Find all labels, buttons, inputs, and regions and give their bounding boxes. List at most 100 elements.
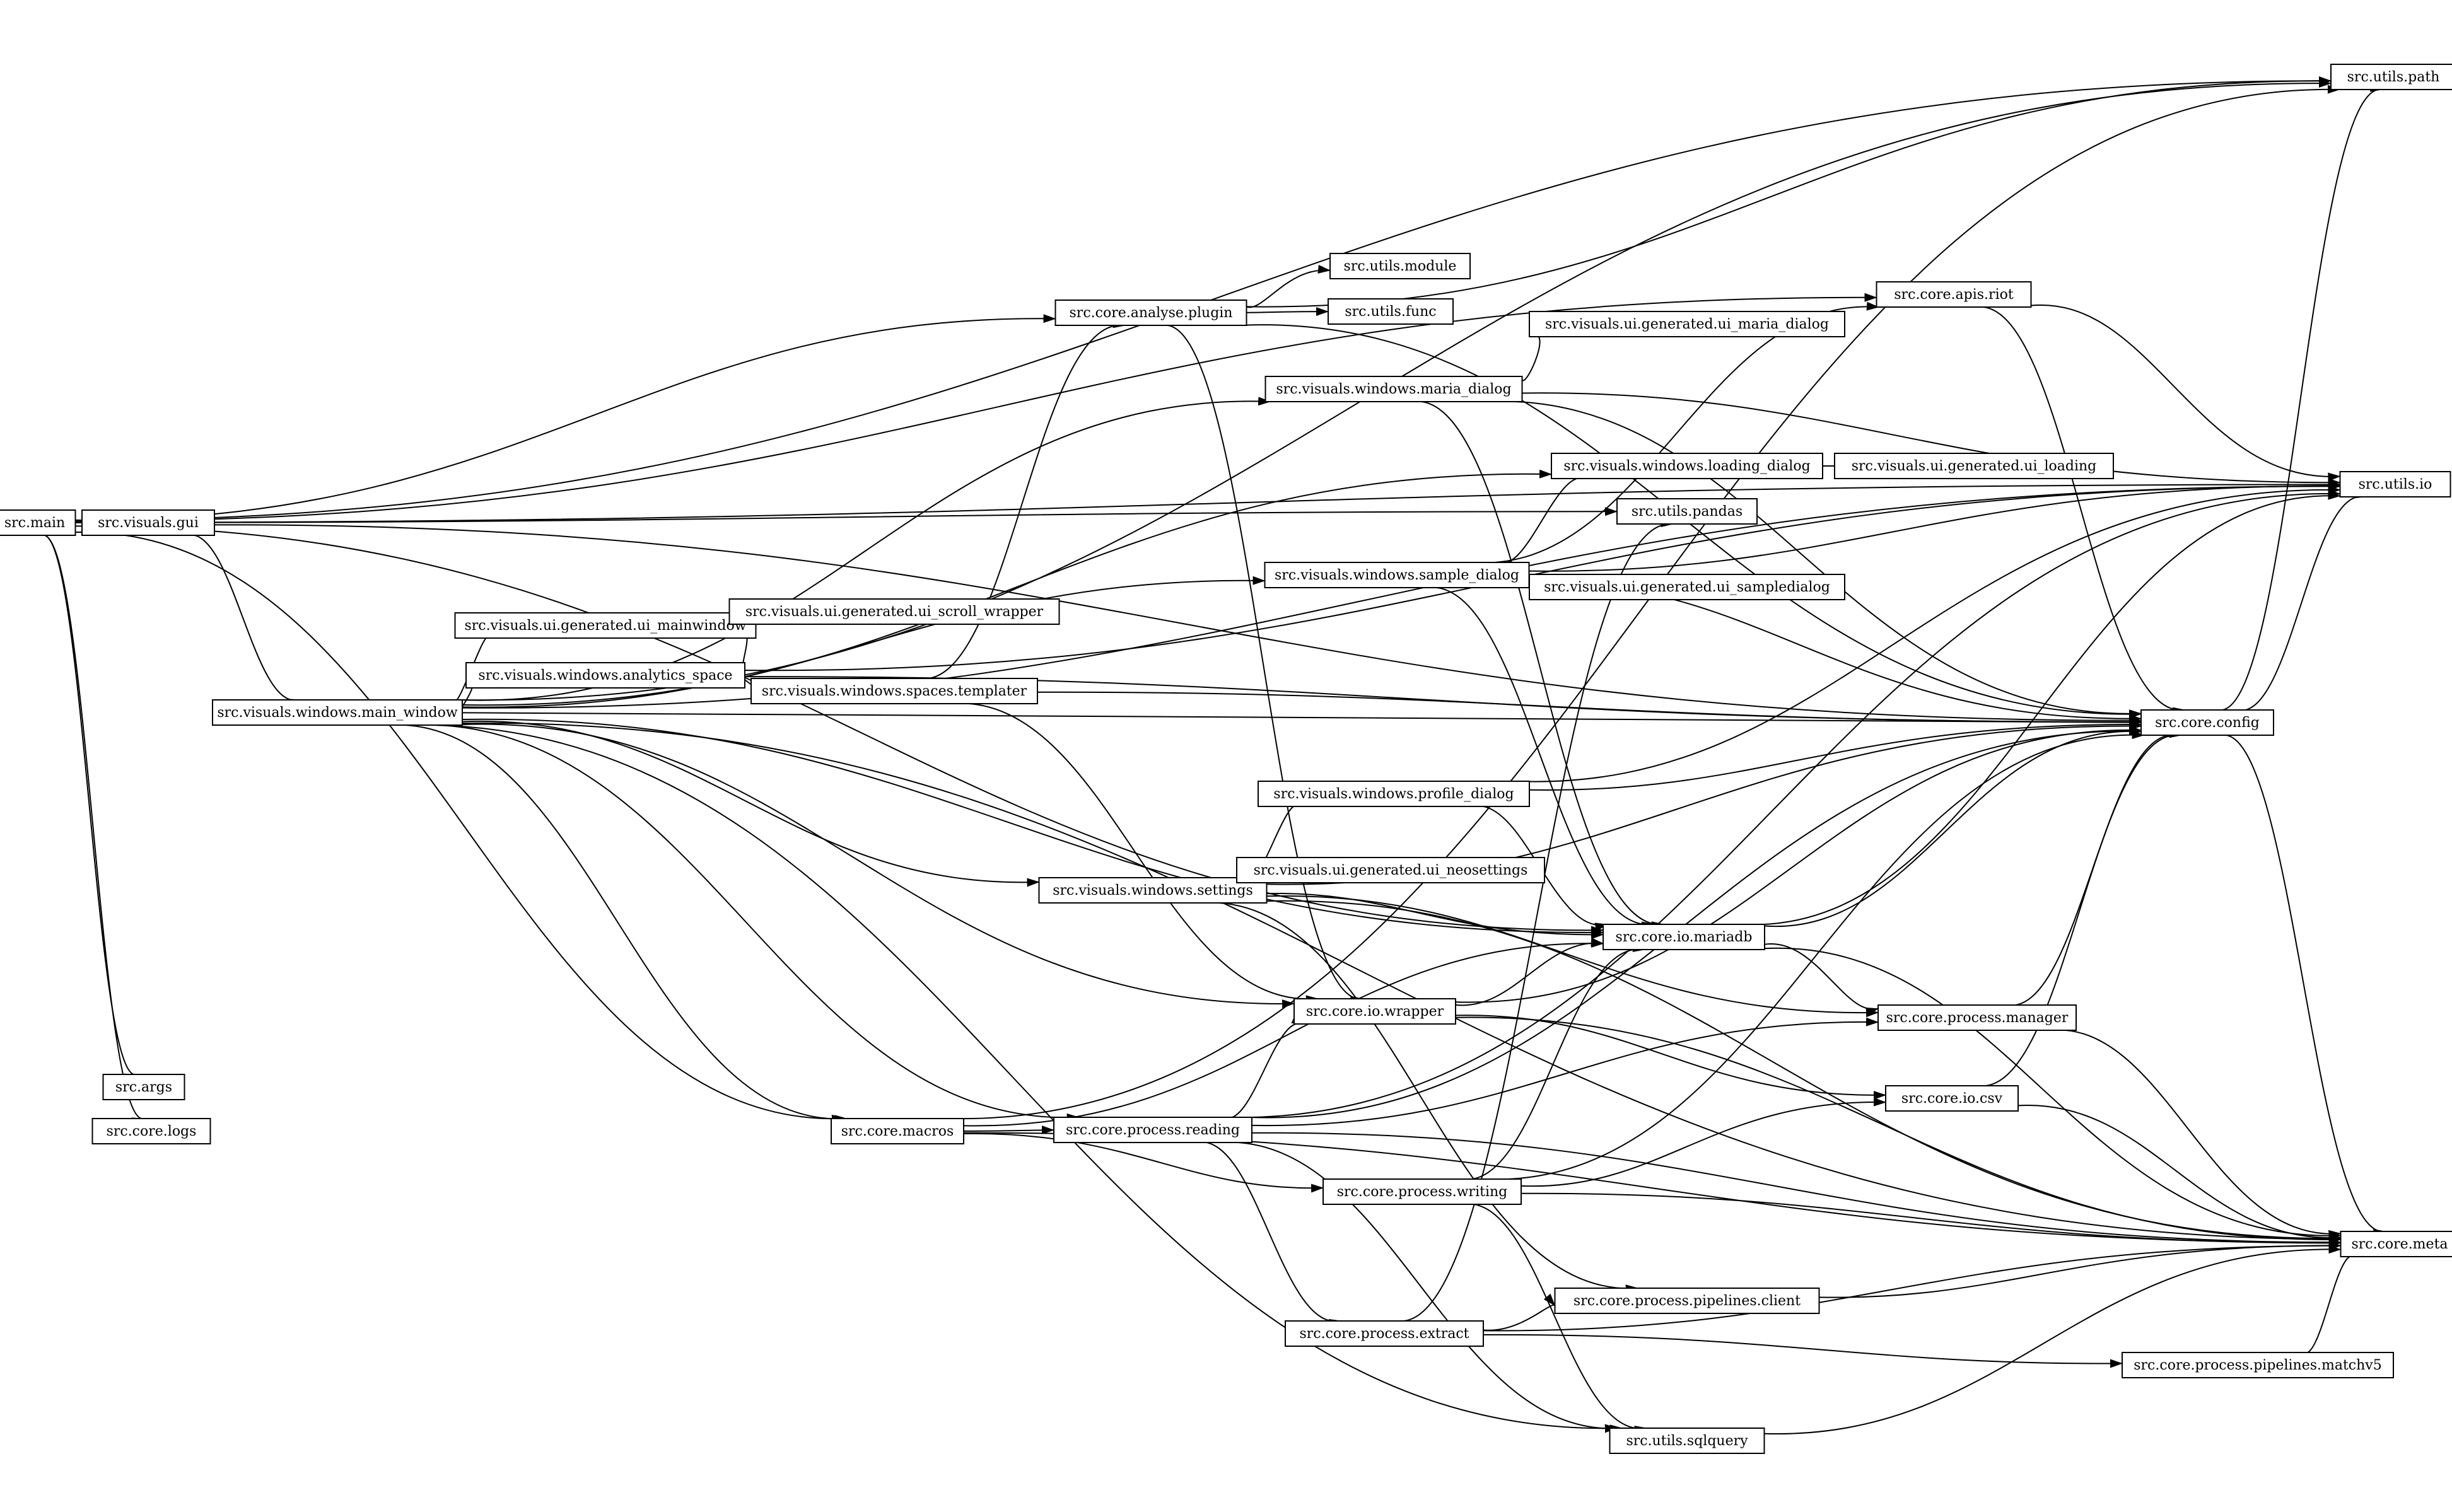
node-label: src.core.process.pipelines.client xyxy=(1573,1293,1801,1309)
module-node-src-utils-path: src.utils.path xyxy=(2330,64,2452,90)
node-label: src.visuals.ui.generated.ui_maria_dialog xyxy=(1545,317,1829,332)
dependency-edge xyxy=(1764,726,2142,928)
dependency-edge xyxy=(1246,265,1331,308)
node-label: src.visuals.windows.profile_dialog xyxy=(1273,786,1514,802)
node-label: src.core.apis.riot xyxy=(1894,287,2014,303)
dependency-edge xyxy=(2047,1029,2342,1239)
node-label: src.core.process.extract xyxy=(1299,1326,1469,1342)
node-label: src.core.process.writing xyxy=(1337,1184,1508,1200)
node-box xyxy=(1616,498,1758,525)
dependency-edge xyxy=(462,718,1604,938)
module-node-src-core-process-pipelines-matchv5: src.core.process.pipelines.matchv5 xyxy=(2122,1352,2394,1378)
module-node-src-utils-module: src.utils.module xyxy=(1329,253,1471,279)
dependency-edge xyxy=(1529,719,2142,791)
dependency-edge xyxy=(1462,1203,1648,1434)
node-box xyxy=(831,1118,964,1144)
dependency-edge xyxy=(75,532,844,1124)
module-node-src-args: src.args xyxy=(102,1074,185,1100)
node-label: src.visuals.ui.generated.ui_neosettings xyxy=(1254,863,1528,878)
node-label: src.core.analyse.plugin xyxy=(1070,305,1233,321)
node-label: src.visuals.ui.generated.ui_sampledialog xyxy=(1544,579,1830,595)
node-box xyxy=(1554,1288,1820,1314)
dependency-edge xyxy=(963,1132,2342,1247)
dependency-edge xyxy=(1266,895,1879,1018)
node-label: src.visuals.windows.analytics_space xyxy=(478,668,732,683)
module-node-src-visuals-ui-generated-ui-scroll-wrapper: src.visuals.ui.generated.ui_scroll_wrapp… xyxy=(728,598,1060,625)
node-box xyxy=(1877,1004,2077,1031)
node-label: src.core.io.mariadb xyxy=(1616,929,1753,945)
dependency-edge xyxy=(1483,1334,2123,1368)
node-label: src.utils.io xyxy=(2359,477,2432,492)
dependency-edge xyxy=(388,724,848,1124)
node-box xyxy=(750,678,1038,704)
module-node-src-utils-io: src.utils.io xyxy=(2339,471,2451,497)
dependency-edge xyxy=(963,1125,1054,1135)
node-label: src.visuals.windows.main_window xyxy=(217,705,458,721)
module-node-src-visuals-ui-generated-ui-sampledialog: src.visuals.ui.generated.ui_sampledialog xyxy=(1529,574,1845,600)
dependency-edge xyxy=(1398,518,1674,1322)
module-node-src-core-process-manager: src.core.process.manager xyxy=(1877,1004,2077,1031)
module-node-src-visuals-ui-generated-ui-loading: src.visuals.ui.generated.ui_loading xyxy=(1834,453,2114,479)
node-label: src.core.io.wrapper xyxy=(1306,1004,1444,1020)
node-box xyxy=(2140,709,2274,736)
module-node-src-utils-sqlquery: src.utils.sqlquery xyxy=(1609,1428,1765,1454)
module-node-src-core-analyse-plugin: src.core.analyse.plugin xyxy=(1054,299,1247,326)
node-label: src.visuals.gui xyxy=(98,515,199,531)
node-label: src.visuals.ui.generated.ui_mainwindow xyxy=(464,618,746,634)
dependency-edge xyxy=(1521,327,1543,381)
node-box xyxy=(1293,998,1456,1025)
module-node-src-core-io-mariadb: src.core.io.mariadb xyxy=(1603,924,1765,950)
dependency-edge xyxy=(1427,586,1655,931)
dependency-edge xyxy=(462,722,2342,1244)
dependency-edge xyxy=(1266,893,1604,939)
dependency-edge xyxy=(1455,725,2142,1003)
dependency-edge xyxy=(1497,470,1587,564)
module-node-src-visuals-ui-generated-ui-mainwindow: src.visuals.ui.generated.ui_mainwindow xyxy=(454,612,757,639)
node-box xyxy=(212,699,463,726)
module-node-src-visuals-windows-maria-dialog: src.visuals.windows.maria_dialog xyxy=(1264,376,1523,402)
dependency-edge xyxy=(1201,902,1638,1294)
node-box xyxy=(1329,253,1471,279)
node-label: src.visuals.windows.maria_dialog xyxy=(1276,381,1511,397)
dependency-edge xyxy=(1743,491,2341,926)
module-node-src-visuals-windows-spaces-templater: src.visuals.windows.spaces.templater xyxy=(750,678,1038,704)
node-label: src.core.logs xyxy=(107,1124,197,1139)
module-node-src-visuals-windows-sample-dialog: src.visuals.windows.sample_dialog xyxy=(1264,562,1530,588)
dependency-edge xyxy=(1195,1141,1342,1328)
node-box xyxy=(2122,1352,2394,1378)
dependency-edge xyxy=(1976,306,2186,716)
node-box xyxy=(1258,781,1530,807)
dependency-edge xyxy=(1246,307,1329,317)
dependency-edge xyxy=(1037,691,2142,727)
dependency-edge xyxy=(1246,76,2332,308)
dependency-edge xyxy=(42,534,145,1126)
dependency-edge xyxy=(963,1133,1324,1193)
module-node-src-core-io-csv: src.core.io.csv xyxy=(1885,1085,2019,1112)
dependency-edge xyxy=(1251,1132,2342,1247)
node-label: src.visuals.windows.sample_dialog xyxy=(1275,567,1519,583)
module-node-src-core-apis-riot: src.core.apis.riot xyxy=(1876,281,2032,308)
dependency-edge xyxy=(1223,1015,1305,1119)
node-box xyxy=(0,509,76,536)
node-label: src.main xyxy=(4,515,65,531)
node-box xyxy=(454,612,757,639)
node-label: src.core.macros xyxy=(841,1124,954,1139)
node-label: src.core.process.pipelines.matchv5 xyxy=(2134,1358,2381,1373)
module-node-src-core-logs: src.core.logs xyxy=(91,1118,211,1144)
node-label: src.utils.path xyxy=(2347,69,2440,85)
node-box xyxy=(1885,1085,2019,1112)
node-box xyxy=(728,598,1060,625)
module-node-src-core-macros: src.core.macros xyxy=(831,1118,964,1144)
node-box xyxy=(91,1118,211,1144)
node-box xyxy=(1054,299,1247,326)
node-label: src.core.process.reading xyxy=(1066,1122,1240,1138)
dependency-edge xyxy=(75,314,1056,521)
dependency-edge xyxy=(1461,943,1646,1180)
node-label: src.visuals.ui.generated.ui_loading xyxy=(1852,458,2097,474)
node-box xyxy=(102,1074,185,1100)
node-label: src.core.process.manager xyxy=(1886,1010,2069,1026)
node-box xyxy=(1529,574,1845,600)
node-box xyxy=(1876,281,2032,308)
dependency-edge xyxy=(460,397,1271,701)
